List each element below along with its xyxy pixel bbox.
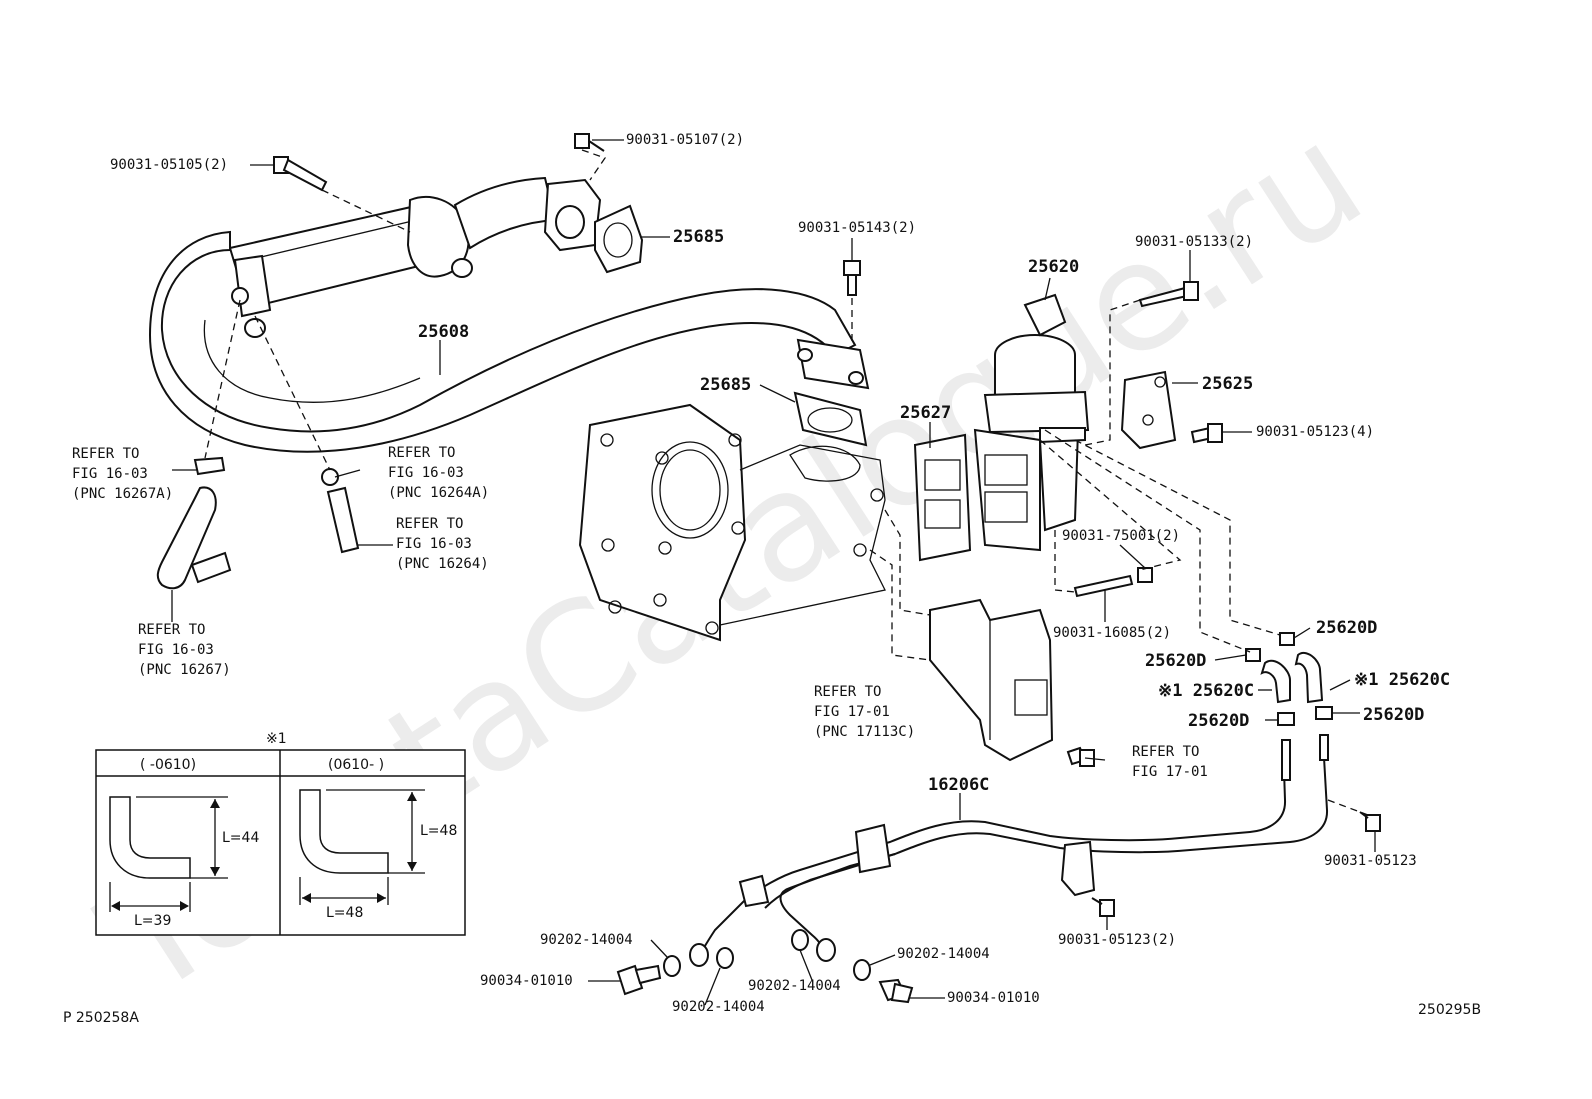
vacuum-pipe-16206c xyxy=(689,734,1329,967)
gasket-25685-upper xyxy=(594,204,644,274)
label-25620d-2: 25620D xyxy=(1145,651,1206,671)
label-25685-upper: 25685 xyxy=(673,227,724,247)
label-90202-14004-4: 90202-14004 xyxy=(672,999,765,1015)
label-25608: 25608 xyxy=(418,322,469,342)
bolt-90031-05143 xyxy=(843,260,861,296)
label-16206c: 16206C xyxy=(928,775,989,795)
label-25620: 25620 xyxy=(1028,257,1079,277)
bolt-90031-05123-x2 xyxy=(1091,897,1115,917)
dashed-leaders xyxy=(204,149,1369,816)
label-90031-05107: 90031-05107(2) xyxy=(626,132,744,148)
illustration-code-right: 250295B xyxy=(1418,1002,1481,1018)
union-bolt-90034-01010-right xyxy=(878,978,914,1004)
label-90031-05123-x4: 90031-05123(4) xyxy=(1256,424,1374,440)
label-25620c-1: ※1 25620C xyxy=(1158,681,1254,701)
refer-line: REFER TO xyxy=(72,446,139,462)
refer-16267: REFER TO FIG 16-03 (PNC 16267) xyxy=(138,622,231,678)
hose-refer-16267 xyxy=(156,456,232,590)
bolt-90031-05107 xyxy=(574,133,605,152)
refer-line: REFER TO xyxy=(814,684,881,700)
label-25627: 25627 xyxy=(900,403,951,423)
label-90202-14004-3: 90202-14004 xyxy=(748,978,841,994)
inset-l39: L=39 xyxy=(134,913,171,929)
refer-line: REFER TO xyxy=(1132,744,1199,760)
illustration-code-left: P 250258A xyxy=(63,1010,139,1026)
nut-90031-75001 xyxy=(1137,567,1153,583)
hose-length-inset: ※1 ( -0610) (0610- ) L=44 L=39 L=48 xyxy=(95,731,466,936)
inset-col2-header: (0610- ) xyxy=(328,757,384,773)
bolt-90031-05105 xyxy=(273,156,328,192)
washer-set-90202-14004 xyxy=(663,929,871,981)
inset-col1-header: ( -0610) xyxy=(140,757,196,773)
inset-l44: L=44 xyxy=(222,830,259,846)
inset-l48-vertical: L=48 xyxy=(420,823,457,839)
refer-line: REFER TO xyxy=(396,516,463,532)
leader-lines xyxy=(171,139,1376,1006)
refer-16267a: REFER TO FIG 16-03 (PNC 16267A) xyxy=(72,446,173,502)
gasket-25627 xyxy=(913,433,972,562)
egr-insulator xyxy=(929,598,1095,767)
hose-25620c-right xyxy=(1294,651,1324,704)
refer-17-01: REFER TO FIG 17-01 xyxy=(1132,744,1208,780)
refer-line: FIG 16-03 xyxy=(388,465,464,481)
bolt-90031-05133 xyxy=(1138,281,1199,308)
refer-17113c: REFER TO FIG 17-01 (PNC 17113C) xyxy=(814,684,915,740)
inset-l48-horizontal: L=48 xyxy=(326,905,363,921)
refer-line: (PNC 16264A) xyxy=(388,485,489,501)
label-25620d-1: 25620D xyxy=(1316,618,1377,638)
label-90031-05105: 90031-05105(2) xyxy=(110,157,228,173)
label-90034-01010-2: 90034-01010 xyxy=(947,990,1040,1006)
bolt-90031-05123-x4 xyxy=(1190,423,1223,444)
label-25620c-2: ※1 25620C xyxy=(1354,670,1450,690)
label-90202-14004-2: 90202-14004 xyxy=(897,946,990,962)
label-90031-05123: 90031-05123 xyxy=(1324,853,1417,869)
gasket-25685-lower xyxy=(793,391,868,447)
label-90202-14004-1: 90202-14004 xyxy=(540,932,633,948)
label-25625: 25625 xyxy=(1202,374,1253,394)
bracket-25625 xyxy=(1120,370,1177,450)
label-25685-lower: 25685 xyxy=(700,375,751,395)
label-90031-05133: 90031-05133(2) xyxy=(1135,234,1253,250)
hose-25620c-left xyxy=(1260,659,1291,704)
label-90034-01010-1: 90034-01010 xyxy=(480,973,573,989)
refer-line: REFER TO xyxy=(138,622,205,638)
refer-line: FIG 17-01 xyxy=(1132,764,1208,780)
refer-line: (PNC 16267A) xyxy=(72,486,173,502)
refer-16264: REFER TO FIG 16-03 (PNC 16264) xyxy=(396,516,489,572)
intake-manifold-flange xyxy=(578,403,886,642)
refer-line: (PNC 17113C) xyxy=(814,724,915,740)
part-labels: 90031-05107(2) 90031-05105(2) 25685 2560… xyxy=(63,132,1481,1026)
refer-line: FIG 16-03 xyxy=(138,642,214,658)
refer-line: FIG 16-03 xyxy=(396,536,472,552)
bolt-90031-05123 xyxy=(1359,811,1381,832)
refer-line: (PNC 16267) xyxy=(138,662,231,678)
label-90031-05123-x2: 90031-05123(2) xyxy=(1058,932,1176,948)
refer-line: (PNC 16264) xyxy=(396,556,489,572)
inset-mark: ※1 xyxy=(266,731,287,747)
union-bolt-90034-01010-left xyxy=(616,964,662,996)
refer-line: REFER TO xyxy=(388,445,455,461)
stud-90031-16085 xyxy=(1073,574,1134,598)
label-90031-75001: 90031-75001(2) xyxy=(1062,528,1180,544)
label-25620d-3: 25620D xyxy=(1188,711,1249,731)
label-90031-05143: 90031-05143(2) xyxy=(798,220,916,236)
label-90031-16085: 90031-16085(2) xyxy=(1053,625,1171,641)
egr-cooler-pipe-drawing xyxy=(148,176,870,453)
refer-line: FIG 16-03 xyxy=(72,466,148,482)
label-25620d-4: 25620D xyxy=(1363,705,1424,725)
egr-valve-25620 xyxy=(973,293,1090,552)
refer-16264a: REFER TO FIG 16-03 (PNC 16264A) xyxy=(388,445,489,501)
hose-refer-16264 xyxy=(321,468,360,554)
refer-line: FIG 17-01 xyxy=(814,704,890,720)
